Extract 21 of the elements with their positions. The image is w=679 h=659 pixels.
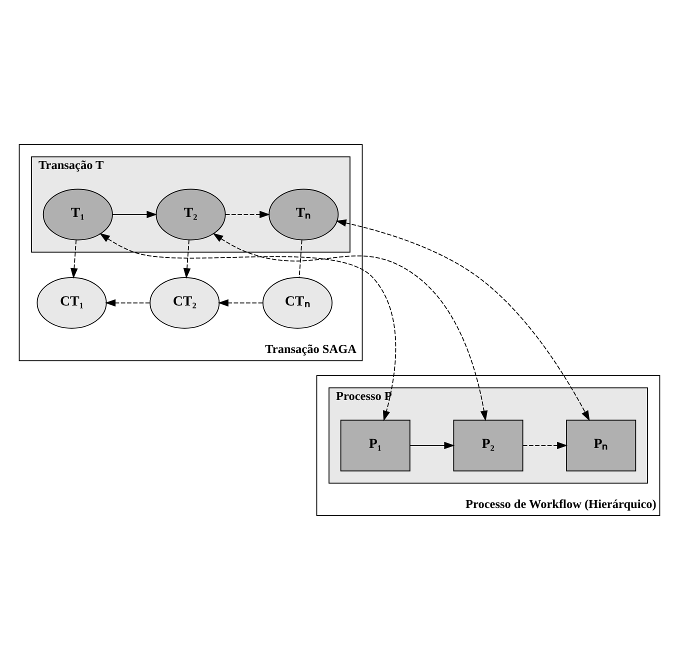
node-ellipse: T₁ xyxy=(42,188,113,240)
arrow xyxy=(336,218,590,421)
node-box: Pₙ xyxy=(566,419,636,471)
node-ellipse: CTₙ xyxy=(262,276,332,328)
arrow xyxy=(218,298,264,306)
arrow xyxy=(70,239,78,278)
node-box: P₂ xyxy=(453,419,524,471)
arrow xyxy=(183,239,191,278)
node-ellipse: CT₁ xyxy=(36,276,107,328)
arrow xyxy=(99,232,396,421)
arrow xyxy=(410,441,455,449)
arrow xyxy=(212,232,488,421)
arrow xyxy=(224,210,270,218)
node-ellipse: Tₙ xyxy=(268,188,339,240)
arrow xyxy=(522,441,568,449)
node-ellipse: T₂ xyxy=(156,188,226,240)
arrow xyxy=(105,298,150,306)
node-box: P₁ xyxy=(340,419,410,471)
arrow xyxy=(112,210,158,218)
connector xyxy=(298,239,302,278)
node-ellipse: CT₂ xyxy=(150,276,220,328)
